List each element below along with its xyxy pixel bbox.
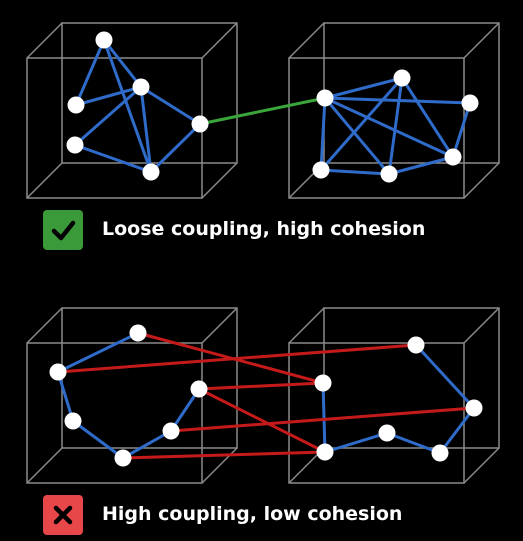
cube-top-right-edge — [288, 22, 325, 59]
cube-top-left-edge — [26, 162, 63, 199]
coupling-link-bad — [56, 343, 418, 374]
module-node — [132, 78, 150, 96]
cohesion-edge — [121, 429, 173, 460]
module-node — [66, 136, 84, 154]
cohesion-edge — [323, 96, 391, 176]
cohesion-edge — [400, 76, 455, 159]
cohesion-edge — [451, 101, 472, 159]
cohesion-edge — [414, 343, 476, 410]
cube-top-left-front — [26, 57, 203, 199]
module-node — [444, 148, 462, 166]
cube-bottom-left-edge — [201, 447, 238, 484]
module-node — [316, 89, 334, 107]
module-node — [129, 324, 147, 342]
coupling-link-bad — [169, 406, 476, 433]
cube-bottom-left-edge — [26, 307, 63, 344]
cohesion-edge — [74, 85, 143, 107]
cohesion-edge — [74, 38, 106, 107]
cohesion-edge — [321, 381, 327, 454]
cohesion-edge — [319, 168, 391, 176]
module-node — [465, 399, 483, 417]
cube-top-right-edge — [463, 162, 500, 199]
module-node — [316, 443, 334, 461]
module-node — [114, 449, 132, 467]
cohesion-edge — [319, 76, 404, 172]
cube-top-left-edge — [201, 22, 238, 59]
cube-bottom-right-edge — [463, 447, 500, 484]
cross-icon — [53, 505, 73, 525]
cohesion-edge — [323, 76, 404, 100]
cohesion-edge — [323, 431, 389, 454]
cohesion-edge — [319, 96, 327, 172]
module-node — [191, 115, 209, 133]
caption-high-coupling: High coupling, low cohesion — [102, 503, 403, 525]
cohesion-edge — [73, 143, 153, 174]
coupling-link-bad — [121, 450, 327, 460]
cohesion-edge — [139, 85, 202, 126]
cube-top-right-edge — [463, 22, 500, 59]
cohesion-edge — [56, 370, 75, 423]
cube-bottom-left-edge — [201, 307, 238, 344]
cube-bottom-right-back — [323, 307, 500, 449]
cube-bottom-right-edge — [288, 307, 325, 344]
cube-bottom-left-edge — [26, 447, 63, 484]
cross-badge — [43, 495, 83, 535]
coupling-link-bad — [197, 381, 325, 391]
module-node — [64, 412, 82, 430]
cohesion-edge — [56, 331, 140, 374]
cohesion-edge — [387, 76, 404, 176]
cohesion-edge — [323, 96, 455, 159]
module-node — [461, 94, 479, 112]
module-node — [431, 444, 449, 462]
cohesion-edge — [149, 122, 202, 174]
coupling-link-bad — [197, 387, 327, 454]
cohesion-edge — [102, 38, 153, 174]
module-node — [49, 363, 67, 381]
module-node — [190, 380, 208, 398]
module-node — [162, 422, 180, 440]
cube-top-right-front — [288, 57, 465, 199]
cohesion-edge — [139, 85, 153, 174]
cohesion-edge — [385, 431, 442, 455]
check-icon — [51, 220, 76, 241]
cube-top-left-edge — [26, 22, 63, 59]
cube-top-left-edge — [201, 162, 238, 199]
module-node — [380, 165, 398, 183]
cohesion-edge — [438, 406, 476, 455]
module-node — [407, 336, 425, 354]
cohesion-edge — [387, 155, 455, 176]
caption-loose-coupling: Loose coupling, high cohesion — [102, 218, 426, 240]
cohesion-edge — [71, 419, 125, 460]
coupling-link-good — [198, 96, 327, 126]
module-node — [393, 69, 411, 87]
module-node — [67, 96, 85, 114]
cohesion-edge — [73, 85, 143, 147]
cube-bottom-right-front — [288, 342, 465, 484]
module-node — [95, 31, 113, 49]
cube-bottom-right-edge — [463, 307, 500, 344]
module-node — [312, 161, 330, 179]
cohesion-edge — [102, 38, 143, 89]
module-node — [142, 163, 160, 181]
module-node — [314, 374, 332, 392]
check-badge — [43, 210, 83, 250]
module-node — [378, 424, 396, 442]
